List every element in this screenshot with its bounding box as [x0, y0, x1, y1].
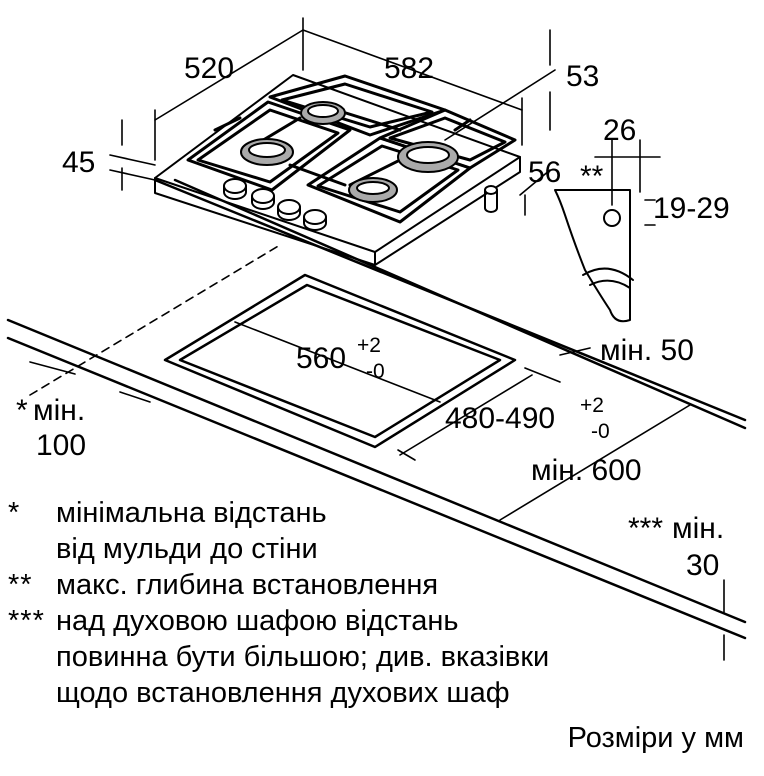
dim-min-100: * мін. 100 — [16, 394, 86, 462]
burners — [240, 101, 459, 203]
dim-53: 53 — [566, 60, 599, 93]
dim-min-50: мін. 50 — [600, 334, 694, 367]
svg-text:*: * — [16, 394, 28, 427]
svg-text:-0: -0 — [591, 420, 610, 443]
dim-45: 45 — [62, 146, 95, 179]
dim-582: 582 — [384, 52, 434, 85]
knob-3 — [277, 199, 301, 221]
worktop — [6, 178, 747, 640]
side-detail-profile — [554, 139, 661, 323]
gas-connector — [484, 185, 498, 213]
knob-4 — [303, 209, 327, 231]
hob-dimension-lines — [29, 17, 556, 396]
svg-text:560: 560 — [296, 342, 346, 375]
burner-front-left — [240, 138, 294, 166]
svg-text:100: 100 — [36, 429, 86, 462]
cutout-opening — [163, 273, 517, 449]
dim-56: 56 — [528, 156, 561, 189]
burner-rear-left — [300, 101, 346, 125]
svg-text:мін.: мін. — [672, 512, 724, 545]
svg-text:мін.: мін. — [33, 394, 85, 427]
dim-520: 520 — [184, 52, 234, 85]
dim-min-30: *** мін. 30 — [628, 512, 724, 582]
knob-2 — [251, 188, 275, 210]
svg-text:+2: +2 — [580, 394, 604, 417]
dim-26: 26 — [603, 114, 636, 147]
burner-front-right — [348, 177, 398, 203]
dim-detail-marker: ** — [580, 160, 604, 193]
knob-1 — [223, 178, 247, 200]
svg-text:-0: -0 — [366, 360, 385, 383]
hob-drawing — [154, 74, 521, 266]
pan-supports — [186, 74, 517, 224]
dim-560: 560 +2 -0 — [296, 334, 385, 383]
mounting-hole — [603, 209, 621, 227]
dim-480-490: 480-490 +2 -0 — [445, 394, 610, 443]
burner-rear-right — [397, 141, 459, 173]
control-knobs — [223, 178, 327, 231]
svg-text:480-490: 480-490 — [445, 402, 555, 435]
dimension-labels: 520 582 53 45 56 26 ** 19-29 560 +2 -0 4… — [16, 52, 730, 582]
dim-19-29: 19-29 — [653, 192, 730, 225]
svg-text:+2: +2 — [357, 334, 381, 357]
svg-text:30: 30 — [686, 549, 719, 582]
dim-min-600: мін. 600 — [531, 454, 642, 487]
cutout-dimension-lines — [29, 321, 725, 661]
svg-text:***: *** — [628, 512, 663, 545]
